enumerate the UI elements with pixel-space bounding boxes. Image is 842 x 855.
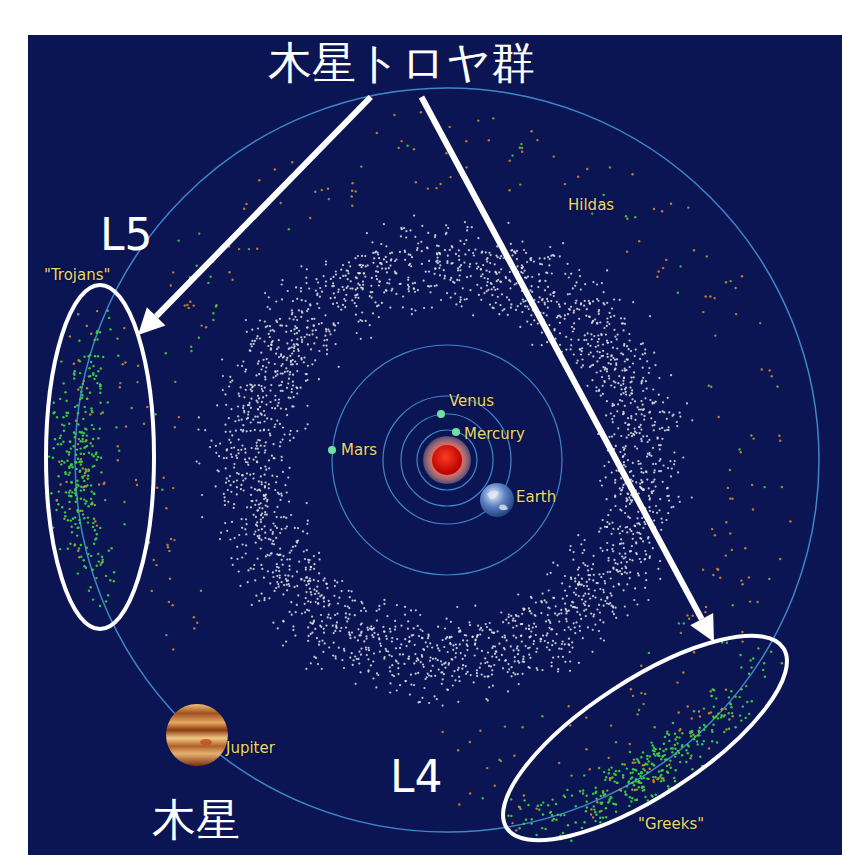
callout-arrow	[421, 97, 714, 642]
mars-dot	[328, 446, 336, 454]
mars-orbit	[332, 345, 562, 575]
space-background	[28, 35, 842, 855]
planet-name: Mercury	[464, 425, 525, 443]
planet-name: Earth	[516, 488, 556, 506]
earth-globe	[480, 483, 514, 517]
lagrange-label: L5	[100, 210, 153, 261]
sun-glow	[423, 436, 471, 484]
planet-name-japanese: 木星	[152, 795, 240, 846]
lagrange-label: L4	[390, 752, 443, 803]
planet-name: Mars	[341, 441, 377, 459]
group-name: "Greeks"	[636, 815, 706, 833]
asteroid-dots	[48, 111, 792, 842]
callout-title: 木星トロヤ群	[268, 38, 535, 89]
mercury-dot	[452, 428, 460, 436]
callout-heading: 木星トロヤ群	[268, 38, 539, 89]
callout-arrow	[138, 97, 371, 335]
venus-dot	[437, 410, 445, 418]
planet-name: Venus	[449, 392, 494, 410]
jupiter-planet	[166, 704, 228, 766]
group-name: Hildas	[568, 196, 614, 214]
group-name: "Trojans"	[44, 266, 110, 284]
group-ellipse	[385, 630, 800, 845]
jupiter-orbit	[75, 88, 819, 832]
l4-region: L4	[385, 630, 800, 845]
sun	[432, 445, 462, 475]
planet-name: Jupiter	[226, 739, 275, 757]
